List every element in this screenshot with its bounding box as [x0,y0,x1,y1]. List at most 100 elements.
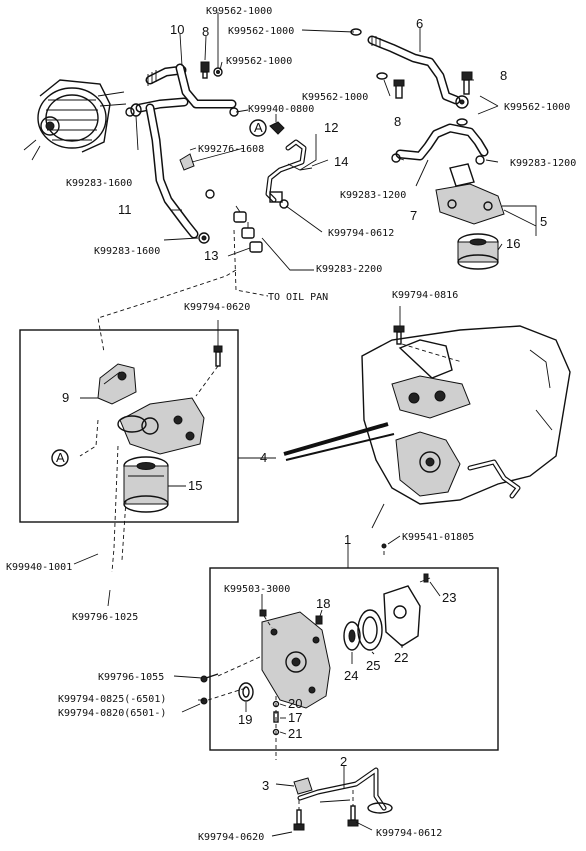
oil-filter-bracket-5 [435,163,505,225]
label-k99794-0620-top: K99794-0620 [184,302,250,313]
label-k99562-1000-c: K99562-1000 [302,92,368,103]
label-k99276-1608: K99276-1608 [198,144,264,155]
label-k99794-0620-bottom: K99794-0620 [198,832,264,843]
leader-lines [73,12,537,837]
label-k99562-1000-top: K99562-1000 [206,6,272,17]
label-k99283-1200-a: K99283-1200 [510,158,576,169]
label-k99796-1055: K99796-1055 [98,672,164,683]
callout-16: 16 [506,236,520,251]
bolt-k99794-0620-bottom [293,809,305,831]
gear-25 [357,609,383,651]
callout-7: 7 [410,208,417,223]
callout-24: 24 [344,668,358,683]
clamp-k99562-top [213,67,223,77]
label-k99794-0612-bottom: K99794-0612 [376,828,442,839]
clip-k99276-1608 [179,147,197,171]
gear-24 [343,621,361,651]
oil-filter-16 [457,233,499,270]
clamp-k99562-right-low [456,118,468,126]
seal-19 [238,682,254,702]
label-k99283-1200-b: K99283-1200 [340,190,406,201]
plug-18 [315,615,323,625]
label-k99562-1000-b: K99562-1000 [228,26,294,37]
clamp-k99283-1200-a [391,153,401,163]
label-k99541-01805: K99541-01805 [402,532,474,543]
callout-14: 14 [334,154,348,169]
label-k99794-0816: K99794-0816 [392,290,458,301]
detail-box-filter [19,329,239,523]
label-to-oil-pan: TO OIL PAN [268,292,328,303]
callout-13: 13 [204,248,218,263]
bolt-k99794-0825 [200,697,208,705]
ref-a-top-label: A [254,120,263,135]
clamp-k99283-1600-bottom [198,232,210,244]
label-k99796-1025: K99796-1025 [72,612,138,623]
callout-3: 3 [262,778,269,793]
bolt-8-top-left [200,61,210,79]
callout-10: 10 [170,22,184,37]
label-k99940-0800: K99940-0800 [248,104,314,115]
callout-9: 9 [62,390,69,405]
bracket-9 [97,363,137,405]
label-k99794-0820: K99794-0820(6501-) [58,708,166,719]
bolt-k99794-0620 [213,345,223,367]
callout-15: 15 [188,478,202,493]
ref-a-left-label: A [56,450,65,465]
ref-a-left: A [51,449,69,467]
hose-6 [367,35,469,109]
clamp-k99283-1600-left [125,107,135,117]
ref-a-top: A [249,119,267,137]
callout-23: 23 [442,590,456,605]
callout-12: 12 [324,120,338,135]
callout-21: 21 [288,726,302,741]
bolt-8-right-mid [393,79,405,99]
label-k99562-1000-a: K99562-1000 [226,56,292,67]
screw-23 [419,573,431,583]
callout-5: 5 [540,214,547,229]
label-k99283-1600-a: K99283-1600 [66,178,132,189]
hose-10 [135,63,237,113]
callout-6: 6 [416,16,423,31]
bolt-k99794-0612-bottom [347,805,359,827]
bolt-k99794-0816 [393,325,405,345]
gasket-3 [293,777,313,795]
callout-8-mid: 8 [394,114,401,129]
oil-strainer-pipe-2 [297,767,393,814]
engine-block [361,325,571,505]
label-k99503-3000: K99503-3000 [224,584,290,595]
bolt-k99503-3000 [259,609,267,617]
callout-18: 18 [316,596,330,611]
oil-filter-15 [123,456,169,513]
callout-17: 17 [288,710,302,725]
label-k99794-0825: K99794-0825(-6501) [58,694,166,705]
oil-pump-body [261,611,331,709]
bolt-k99796-1055 [200,673,219,683]
callout-25: 25 [366,658,380,673]
label-k99562-1000-d: K99562-1000 [504,102,570,113]
clamp-k99562-right-mid [376,72,388,80]
callout-8-right: 8 [500,68,507,83]
clamp-k99283-1200-b [475,155,485,165]
callout-8-top-left: 8 [202,24,209,39]
hose-7 [395,123,489,161]
pipe-12 [265,139,307,209]
label-k99283-1600-b: K99283-1600 [94,246,160,257]
callout-11: 11 [118,202,132,217]
callout-2: 2 [340,754,347,769]
callout-4: 4 [260,450,267,465]
callout-1: 1 [344,532,351,547]
callout-20: 20 [288,696,302,711]
callout-22: 22 [394,650,408,665]
detail-box-oil-pump [209,567,499,751]
filter-mount-4 [117,397,205,455]
label-k99794-0612-top: K99794-0612 [328,228,394,239]
label-k99283-2200: K99283-2200 [316,264,382,275]
alternator [23,79,127,161]
callout-19: 19 [238,712,252,727]
hose-13-set [205,189,263,253]
bolt-8-right-top [461,71,473,95]
cover-22 [383,585,421,647]
label-k99940-1001: K99940-1001 [6,562,72,573]
clamp-k99940-0800 [269,121,285,135]
